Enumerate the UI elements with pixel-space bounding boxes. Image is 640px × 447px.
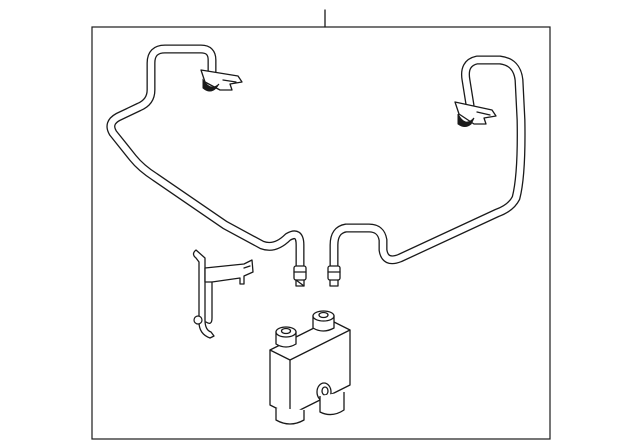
- right-clip-grommet: [457, 113, 475, 127]
- oil-cooler: [269, 310, 351, 425]
- cooler-bottom-fittings: [275, 392, 345, 425]
- diagram-frame: [91, 26, 551, 440]
- right-cooler-line: [327, 55, 526, 287]
- cooler-top-fitting-left: [275, 326, 297, 348]
- right-line-fitting: [327, 265, 341, 281]
- left-line-clip: [200, 69, 243, 91]
- cooler-top-fitting-right: [312, 310, 335, 332]
- left-clip-grommet: [202, 78, 220, 92]
- left-cooler-line: [106, 44, 307, 287]
- mounting-bracket: [192, 249, 254, 339]
- left-line-fitting: [293, 265, 307, 281]
- oil-cooler-line-assembly: [106, 44, 526, 287]
- right-line-clip: [454, 101, 497, 125]
